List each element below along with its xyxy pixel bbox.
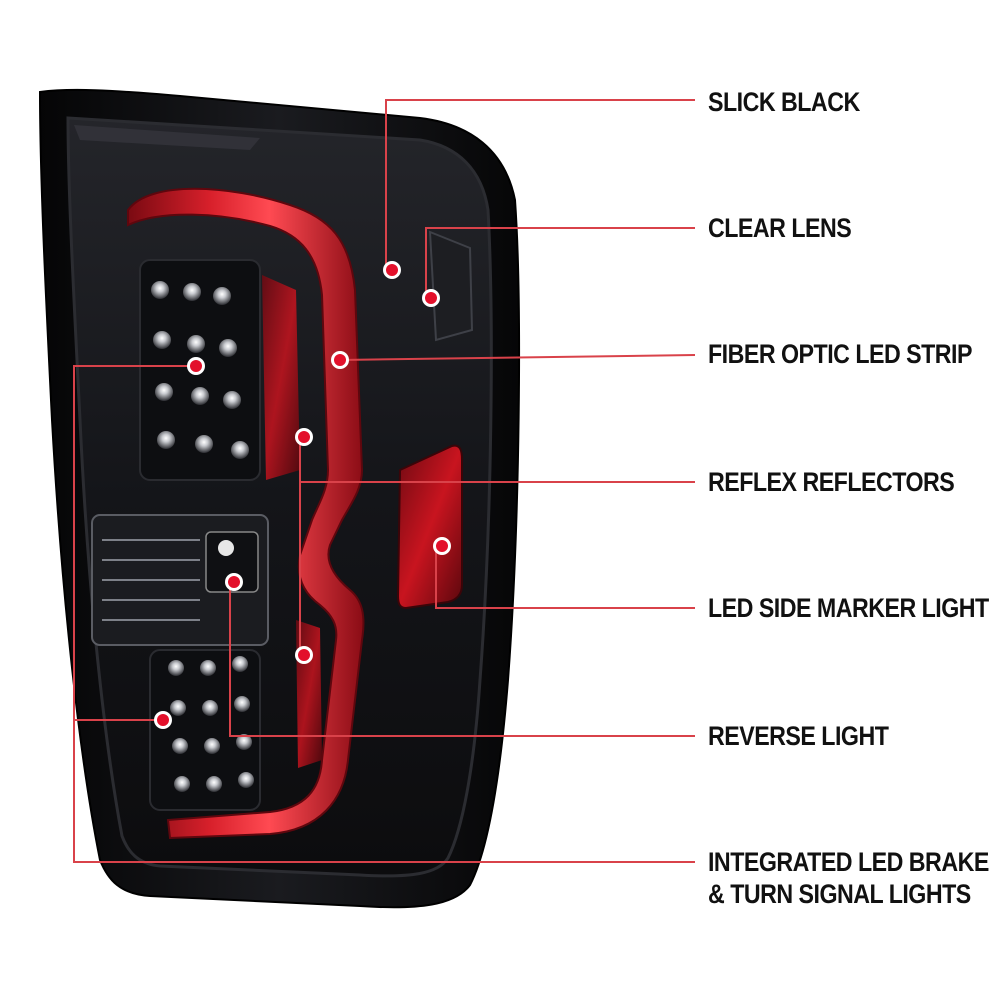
label-fiber-optic-led-strip: FIBER OPTIC LED STRIP — [708, 339, 972, 369]
housing-highlight — [74, 125, 260, 150]
callout-dot-icon — [383, 261, 401, 279]
label-clear-lens: CLEAR LENS — [708, 213, 852, 243]
label-integrated-led-brake-turn-signal: INTEGRATED LED BRAKE & TURN SIGNAL LIGHT… — [708, 847, 989, 909]
callout-dot-icon — [295, 428, 313, 446]
callout-dot-icon — [154, 711, 172, 729]
label-reflex-reflectors: REFLEX REFLECTORS — [708, 467, 955, 497]
label-led-side-marker-light: LED SIDE MARKER LIGHT — [708, 593, 989, 623]
callout-dot-icon — [331, 351, 349, 369]
callout-dot-icon — [225, 573, 243, 591]
leader-line-fiber-optic-led-strip — [339, 354, 696, 361]
leader-line-integrated-led-brake — [73, 365, 695, 863]
reflex-reflector-upper — [262, 275, 300, 480]
callout-dot-icon — [295, 646, 313, 664]
label-reverse-light: REVERSE LIGHT — [708, 721, 889, 751]
callout-dot-icon — [433, 537, 451, 555]
clear-lens-facet — [428, 230, 474, 342]
reverse-light-block — [91, 514, 269, 646]
label-slick-black: SLICK BLACK — [708, 87, 860, 117]
callout-dot-icon — [187, 357, 205, 375]
callout-dots — [154, 261, 451, 729]
fiber-optic-strip — [127, 187, 365, 840]
callout-dot-icon — [422, 289, 440, 307]
lower-led-cluster — [149, 649, 261, 811]
side-marker-reflector — [396, 444, 463, 610]
